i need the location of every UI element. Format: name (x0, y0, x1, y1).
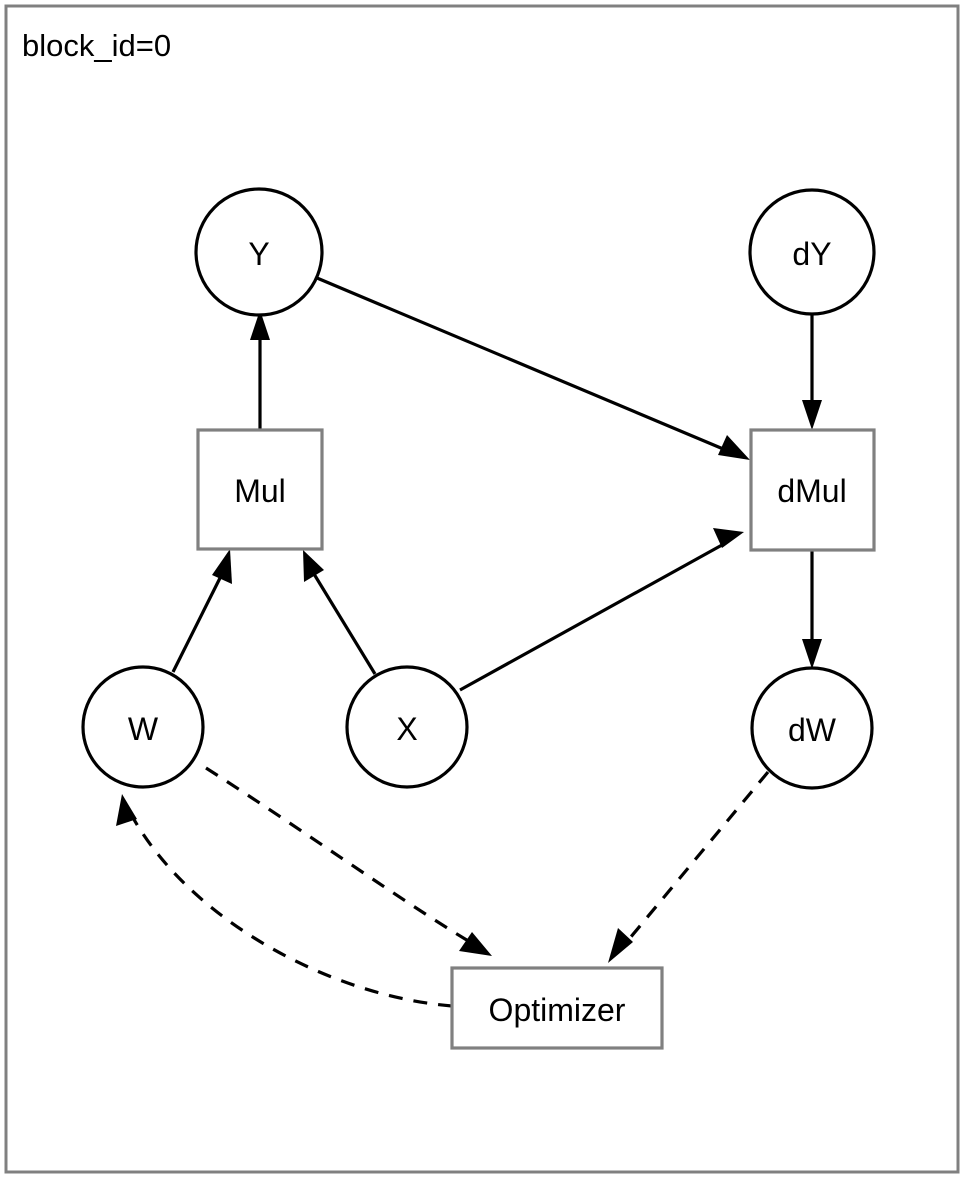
node-dmul[interactable]: dMul (749, 428, 876, 552)
node-dy-shape[interactable] (748, 188, 876, 316)
node-mul[interactable]: Mul (196, 428, 324, 551)
arrowhead-x-to-dmul (713, 528, 744, 548)
node-y-label: Y (248, 236, 269, 272)
node-dmul-shape[interactable] (749, 428, 876, 552)
node-x[interactable]: X (345, 665, 469, 789)
node-dmul-label: dMul (777, 473, 846, 509)
arrowhead-y-to-dmul (718, 435, 750, 460)
node-dy[interactable]: dY (748, 188, 876, 316)
arrowhead-w-to-mul (212, 549, 232, 584)
arrowhead-dmul-to-dw (802, 639, 822, 669)
arrowhead-optimizer-to-w (116, 794, 137, 826)
edge-w-to-mul (171, 549, 232, 673)
edge-y-to-dmul (316, 276, 750, 460)
arrowhead-dw-to-optimizer (608, 928, 633, 963)
node-w-label: W (128, 711, 159, 747)
edge-w-to-optimizer (205, 766, 492, 956)
node-mul-shape[interactable] (196, 428, 324, 551)
edge-x-to-mul (303, 550, 377, 675)
node-dw-label: dW (788, 712, 837, 748)
edge-optimizer-to-w (116, 794, 453, 1008)
arrowhead-x-to-mul (303, 550, 324, 582)
arrowhead-dy-to-dmul (802, 400, 822, 430)
node-x-label: X (396, 711, 417, 747)
node-optimizer[interactable]: Optimizer (450, 966, 664, 1050)
node-y-shape[interactable] (194, 187, 324, 317)
arrowhead-mul-to-y (250, 310, 270, 340)
edge-dy-to-dmul (802, 314, 822, 430)
node-y[interactable]: Y (194, 187, 324, 317)
edge-mul-to-y (250, 310, 270, 430)
node-optimizer-label: Optimizer (489, 992, 626, 1028)
node-dw-shape[interactable] (750, 666, 874, 790)
node-optimizer-shape[interactable] (450, 966, 664, 1050)
arrowhead-w-to-optimizer (459, 932, 492, 956)
node-w[interactable]: W (81, 665, 205, 789)
edge-dmul-to-dw (802, 551, 822, 669)
cluster-label: block_id=0 (22, 28, 171, 63)
node-x-shape[interactable] (345, 665, 469, 789)
edge-x-to-dmul (459, 528, 744, 692)
node-dw[interactable]: dW (750, 666, 874, 790)
edge-dw-to-optimizer (608, 770, 770, 963)
node-mul-label: Mul (234, 473, 286, 509)
node-w-shape[interactable] (81, 665, 205, 789)
node-dy-label: dY (792, 236, 831, 272)
